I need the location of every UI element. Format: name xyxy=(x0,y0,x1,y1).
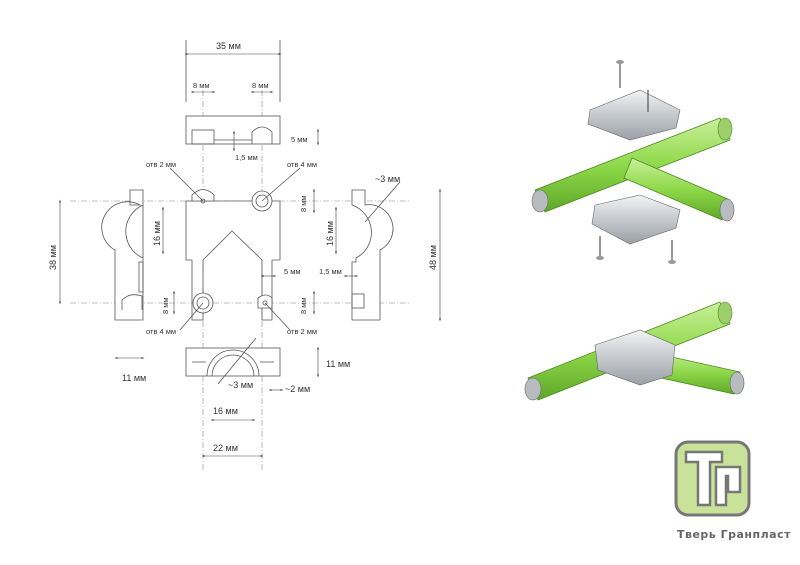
front-view xyxy=(185,189,281,321)
dim-5: 5 мм xyxy=(291,135,308,144)
dim-16-left: 16 мм xyxy=(152,221,162,246)
dim-35: 35 мм xyxy=(216,41,241,51)
assembled-tee-illustration xyxy=(524,301,745,401)
dim-48: 48 мм xyxy=(428,245,438,270)
assembled-fitting xyxy=(594,329,676,386)
upper-fitting-half xyxy=(587,89,681,141)
brand-name: Тверь Гранпласт xyxy=(677,528,791,541)
bottom-view xyxy=(185,347,281,377)
dimension-lines xyxy=(59,40,441,457)
dim-8-left: 8 мм xyxy=(193,81,210,90)
dim-leg-5: 5 мм xyxy=(284,267,301,276)
left-side-view xyxy=(101,189,144,321)
dim-38: 38 мм xyxy=(48,245,58,270)
lower-fitting-half xyxy=(591,194,681,245)
label-hole-4-bottom: отв 4 мм xyxy=(146,327,176,336)
dim-8-bottom-left: 8 мм xyxy=(161,297,170,314)
right-side-view xyxy=(351,189,394,321)
dim-11-side: 11 мм xyxy=(122,373,146,383)
dim-16-bottom: 16 мм xyxy=(213,406,238,416)
brand-logo: Тверь Гранпласт xyxy=(674,440,791,541)
label-hole-4-top: отв 4 мм xyxy=(287,160,317,169)
dim-1-5-top: 1,5 мм xyxy=(235,153,258,162)
dim-8-bottom-right: 8 мм xyxy=(299,297,308,314)
top-view xyxy=(185,115,281,145)
dimension-labels: 35 мм 8 мм 8 мм 5 мм 1,5 мм отв 2 мм отв… xyxy=(48,41,438,453)
dim-8-right: 8 мм xyxy=(252,81,269,90)
dim-16-right: 16 мм xyxy=(325,221,335,246)
dim-1-5-side: 1,5 мм xyxy=(319,267,342,276)
dim-wall-3-right: ~3 мм xyxy=(375,174,400,184)
dim-22: 22 мм xyxy=(213,443,238,453)
exploded-tee-illustration xyxy=(531,60,735,264)
dim-11-bottom: 11 мм xyxy=(326,359,350,369)
dim-gap-2: ~2 мм xyxy=(285,384,310,394)
dim-wall-3-bottom: ~3 мм xyxy=(228,380,253,390)
label-hole-2-bottom: отв 2 мм xyxy=(287,327,317,336)
dim-8-top: 8 мм xyxy=(299,195,308,212)
label-hole-2-top: отв 2 мм xyxy=(146,160,176,169)
